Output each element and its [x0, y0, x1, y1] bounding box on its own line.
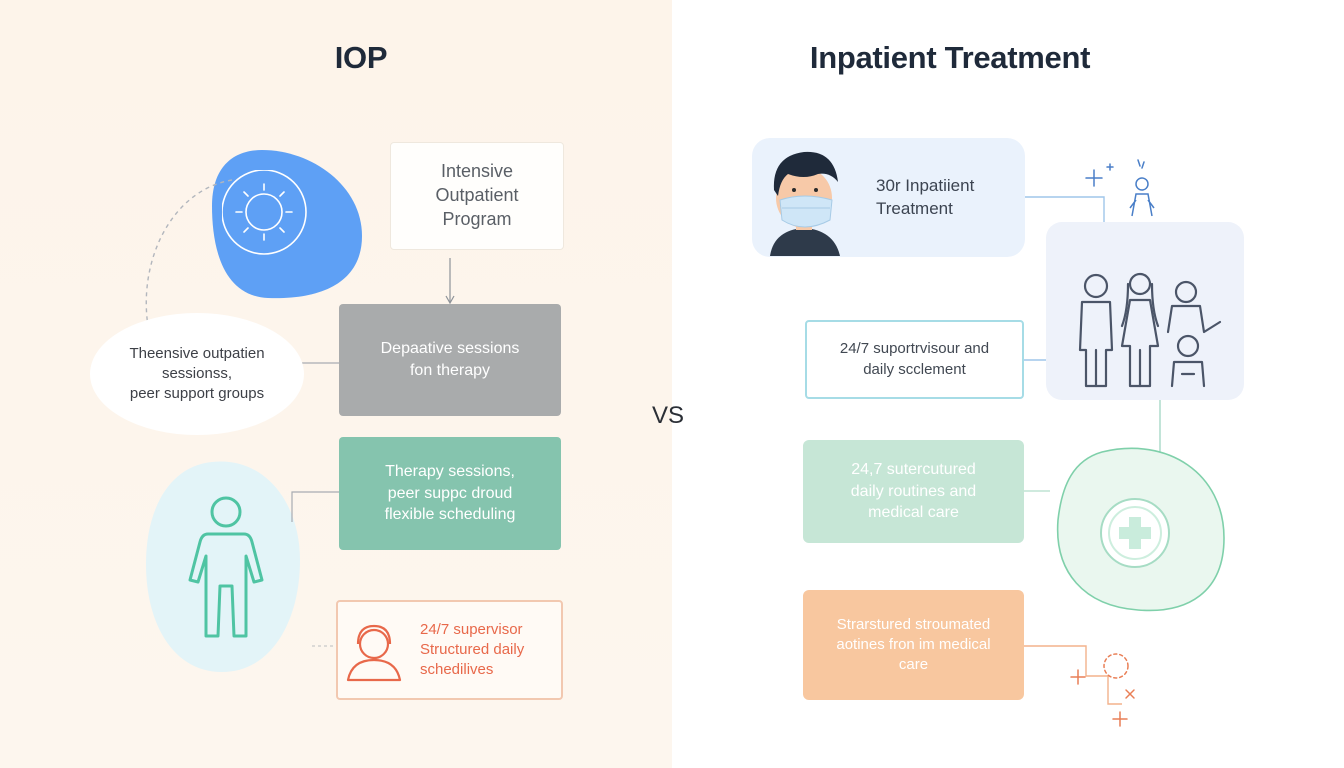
family-icon [1078, 272, 1222, 388]
therapy-sessions-box: Depaative sessions fon therapy [339, 304, 561, 416]
medical-cross-icon [1100, 498, 1170, 568]
user-headset-icon [346, 624, 402, 682]
iop-program-label: Intensive Outpatient Program [435, 161, 519, 229]
network-node-icon [1070, 653, 1135, 727]
supervision-box: 24/7 suportrvisour and daily scclement [805, 320, 1024, 399]
outpatient-oval-label: Theensive outpatien sessionss, peer supp… [129, 344, 265, 403]
supervision-label: 24/7 suportrvisour and daily scclement [839, 340, 990, 378]
structured-routines-box: 24,7 sutercutured daily routines and med… [803, 440, 1024, 543]
structured-routines-label: 24,7 sutercutured daily routines and med… [850, 461, 977, 522]
iop-title: IOP [334, 40, 388, 75]
supervisor-label: 24/7 supervisor Structured daily schedil… [420, 620, 525, 679]
therapy-sessions-label: Depaative sessions fon therapy [380, 340, 520, 379]
sparkle-icon [1085, 159, 1155, 217]
dashed-arc [145, 179, 233, 327]
sun-icon [222, 170, 307, 255]
inpatient-header-label: 30r Inpatiient Treatment [876, 175, 975, 218]
vs-label: VS [652, 402, 685, 429]
medical-care-label: Strarstured stroumated aotines fron im m… [836, 615, 991, 674]
peer-support-label: Therapy sessions, peer suppc droud flexi… [384, 463, 516, 524]
person-outline-icon [188, 496, 264, 638]
inpatient-title: Inpatient Treatment [809, 40, 1091, 75]
outpatient-oval: Theensive outpatien sessionss, peer supp… [90, 313, 304, 435]
supervisor-box: 24/7 supervisor Structured daily schedil… [336, 600, 563, 700]
peer-support-box: Therapy sessions, peer suppc droud flexi… [339, 437, 561, 550]
masked-person-icon [770, 151, 840, 256]
light-blue-blob-shape [146, 461, 300, 672]
blue-blob-shape [212, 150, 362, 299]
family-card [1046, 222, 1244, 400]
medical-care-box: Strarstured stroumated aotines fron im m… [803, 590, 1024, 700]
iop-program-box: Intensive Outpatient Program [390, 142, 564, 250]
